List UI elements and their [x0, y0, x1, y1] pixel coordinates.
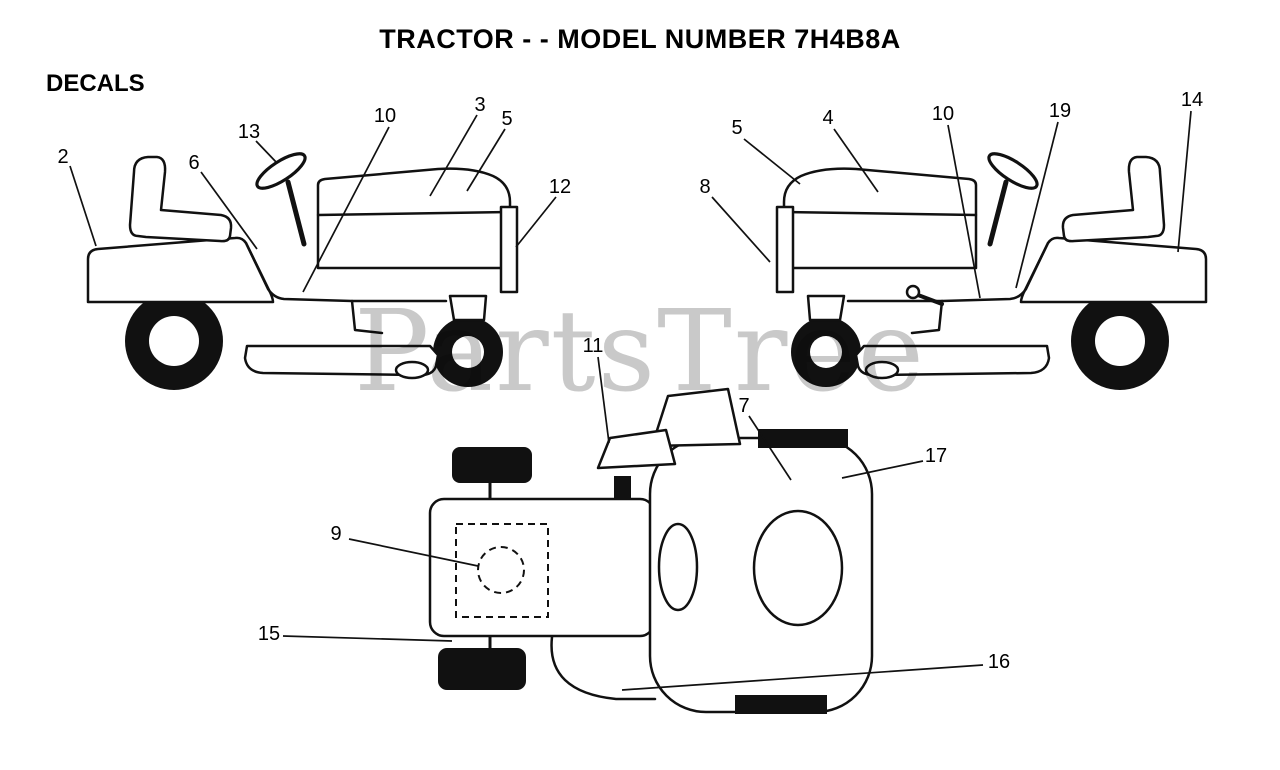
callout-16: 16 [988, 651, 1010, 673]
deck-hanger [350, 299, 384, 335]
front-axle [448, 294, 488, 322]
hood [316, 167, 512, 270]
rear-tire-upper [758, 429, 848, 448]
tractor-right-side-view-drawing [777, 148, 1206, 390]
callout-5-right: 5 [731, 117, 742, 139]
leader-line-7 [748, 415, 792, 481]
deck-gauge-wheel [394, 360, 430, 380]
seat [128, 155, 233, 243]
shift-lever-knob [905, 284, 921, 300]
callout-4: 4 [822, 107, 833, 129]
leader-line-3 [429, 114, 478, 197]
fuel-cap [614, 476, 631, 499]
front-tire-lower [438, 648, 526, 690]
callout-6: 6 [188, 152, 199, 174]
steering-wheel [255, 152, 307, 190]
shift-lever [916, 293, 944, 306]
leader-line-13 [255, 140, 278, 164]
front-grille [499, 205, 519, 294]
leader-line-12 [515, 196, 557, 248]
air-intake [596, 428, 677, 470]
hood-top [428, 497, 656, 638]
callout-19: 19 [1049, 100, 1071, 122]
callout-7: 7 [738, 395, 749, 417]
front-wheel-hub [452, 336, 484, 368]
leader-line-15 [282, 635, 453, 642]
section-label-decals: DECALS [46, 70, 145, 97]
leader-line-2 [69, 165, 97, 247]
callout-2: 2 [57, 146, 68, 168]
callout-12: 12 [549, 176, 571, 198]
discharge-chute [550, 635, 657, 701]
callout-labels: 2 13 6 10 3 5 12 5 8 4 10 19 14 11 7 17 … [57, 89, 1203, 673]
tractor-left-side-view-drawing [86, 152, 519, 390]
tractor-top-view-drawing [428, 387, 874, 714]
callout-13: 13 [238, 121, 260, 143]
console-ellipse [657, 522, 699, 612]
leader-line-14 [1177, 110, 1192, 253]
callout-5-left: 5 [501, 108, 512, 130]
leader-line-4 [833, 128, 879, 193]
callout-11: 11 [583, 335, 604, 357]
leader-line-10-right [947, 124, 981, 299]
leader-line-5-left [466, 128, 506, 192]
leader-line-11 [597, 356, 610, 444]
callout-10-left: 10 [374, 105, 396, 127]
rear-wheel-hub [149, 316, 199, 366]
steering-column [285, 179, 307, 247]
leader-line-6 [200, 171, 258, 250]
leader-line-10-left [302, 126, 390, 293]
rear-tire-lower [735, 695, 827, 714]
leader-line-19 [1015, 121, 1059, 289]
callout-14: 14 [1181, 89, 1203, 111]
leader-line-17 [841, 460, 924, 479]
leader-line-8 [711, 196, 771, 263]
leader-line-5-right [743, 138, 801, 185]
leader-line-16 [621, 664, 984, 691]
footboard [244, 241, 448, 303]
front-tire-upper [452, 447, 532, 483]
steering-console-top [650, 387, 742, 448]
page-title: TRACTOR - - MODEL NUMBER 7H4B8A [379, 24, 901, 54]
rear-fender [86, 236, 275, 304]
leader-lines [69, 110, 1192, 691]
seat-top [752, 509, 844, 627]
callout-15: 15 [258, 623, 280, 645]
callout-9: 9 [330, 523, 341, 545]
hood-crease [316, 210, 512, 217]
callout-3: 3 [474, 94, 485, 116]
callout-10-right: 10 [932, 103, 954, 125]
callout-17: 17 [925, 445, 947, 467]
decal-circle-dashed [477, 546, 525, 594]
leader-line-9 [348, 538, 479, 567]
decal-outline-dashed [455, 523, 549, 618]
callout-8: 8 [699, 176, 710, 198]
